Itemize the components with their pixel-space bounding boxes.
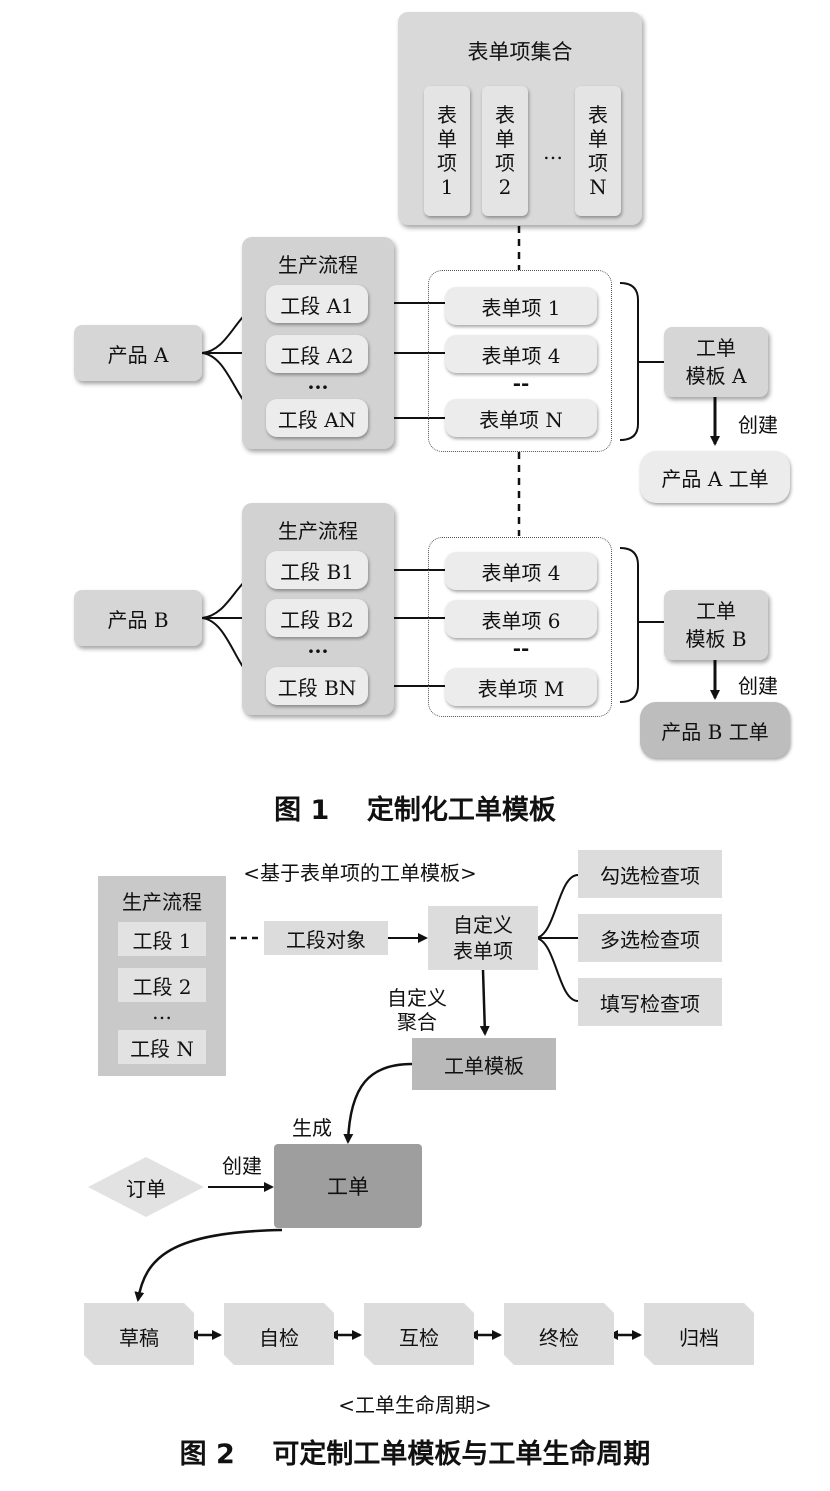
fan-line (535, 937, 579, 1002)
form-item-1: 表 单 项 1 (424, 86, 470, 216)
form-a-2: 表单项 4 (445, 335, 597, 373)
lifecycle-mutual-check: 互检 (399, 1326, 439, 1350)
aggregate-arrow (479, 969, 490, 1036)
stage-an: 工段 AN (266, 399, 368, 437)
lifecycle-archive: 归档 (679, 1326, 719, 1350)
form-dash-a: -- (512, 371, 530, 395)
flow-title: 生产流程 (122, 890, 202, 914)
check-type-multi: 多选检查项 (578, 914, 722, 962)
lifecycle-caption: <工单生命周期> (338, 1393, 492, 1417)
order-diamond (88, 1157, 204, 1217)
form-group-b: 表单项 4 表单项 6 -- 表单项 M (428, 537, 612, 717)
stage-2: 工段 2 (118, 968, 206, 1002)
flow-title-b: 生产流程 (278, 519, 358, 543)
stage-bn: 工段 BN (266, 667, 368, 705)
collection-ellipsis: … (543, 140, 563, 164)
product-b: 产品 B (74, 590, 202, 646)
create-label-b: 创建 (738, 674, 778, 698)
stage-shape-mutual-check (364, 1303, 474, 1365)
product-b-order: 产品 B 工单 (640, 702, 790, 758)
form-b-m: 表单项 M (445, 668, 597, 706)
work-order: 工单 (274, 1144, 422, 1228)
lifecycle-draft: 草稿 (119, 1326, 159, 1350)
figure-1-title: 图 1 定制化工单模板 (274, 795, 556, 826)
lifecycle-self-check: 自检 (259, 1326, 299, 1350)
generate-label: 生成 (292, 1116, 332, 1140)
create-label: 创建 (222, 1154, 262, 1178)
form-group-a: 表单项 1 表单项 4 -- 表单项 N (428, 270, 612, 452)
stage-n: 工段 N (118, 1030, 206, 1064)
brace (619, 282, 639, 441)
stage-object: 工段对象 (264, 921, 388, 955)
aggregate-label: 自定义 聚合 (387, 986, 447, 1034)
custom-form-item: 自定义 表单项 (428, 906, 538, 970)
form-a-n: 表单项 N (445, 399, 597, 437)
stage-dots-b: ··· (307, 639, 329, 663)
generate-arrow (343, 1062, 413, 1144)
stage-shape-self-check (224, 1303, 334, 1365)
form-dash-b: -- (512, 636, 530, 660)
fan-line (535, 874, 579, 939)
figure-2-title: 图 2 可定制工单模板与工单生命周期 (179, 1439, 651, 1470)
product-a-order: 产品 A 工单 (640, 451, 790, 503)
production-flow-a: 生产流程 工段 A1 工段 A2 ··· 工段 AN (242, 237, 394, 449)
stage-shape-draft (84, 1303, 194, 1365)
template-a: 工单 模板 A (664, 327, 768, 397)
form-item-n: 表 单 项 N (575, 86, 621, 216)
production-flow-panel: 生产流程 工段 1 工段 2 … 工段 N (98, 876, 226, 1076)
brace (619, 547, 639, 703)
stage-a1: 工段 A1 (266, 285, 368, 323)
collection-title: 表单项集合 (467, 40, 573, 64)
template-b: 工单 模板 B (664, 590, 768, 660)
stage-1: 工段 1 (118, 922, 206, 956)
form-item-2: 表 单 项 2 (482, 86, 528, 216)
product-a: 产品 A (74, 325, 202, 381)
work-order-template: 工单模板 (412, 1038, 556, 1090)
stage-dots-a: ··· (307, 375, 329, 399)
check-type-tick: 勾选检查项 (578, 850, 722, 898)
stage-a2: 工段 A2 (266, 335, 368, 373)
stage-b2: 工段 B2 (266, 599, 368, 637)
stage-ellipsis: … (152, 1000, 172, 1024)
template-caption: <基于表单项的工单模板> (243, 861, 477, 885)
stage-shape-final-check (504, 1303, 614, 1365)
production-flow-b: 生产流程 工段 B1 工段 B2 ··· 工段 BN (242, 503, 394, 715)
flow-title-a: 生产流程 (278, 253, 358, 277)
stage-shape-archive (644, 1303, 754, 1365)
check-type-fill: 填写检查项 (578, 978, 722, 1026)
form-item-collection: 表单项集合 表 单 项 1 表 单 项 2 … 表 单 项 N (398, 12, 642, 225)
form-a-1: 表单项 1 (445, 287, 597, 325)
stage-b1: 工段 B1 (266, 551, 368, 589)
create-label-a: 创建 (738, 413, 778, 437)
order-input: 订单 (126, 1177, 166, 1201)
form-b-2: 表单项 6 (445, 600, 597, 638)
lifecycle-final-check: 终检 (539, 1326, 579, 1350)
form-b-1: 表单项 4 (445, 552, 597, 590)
lifecycle-arrow (134, 1228, 283, 1302)
